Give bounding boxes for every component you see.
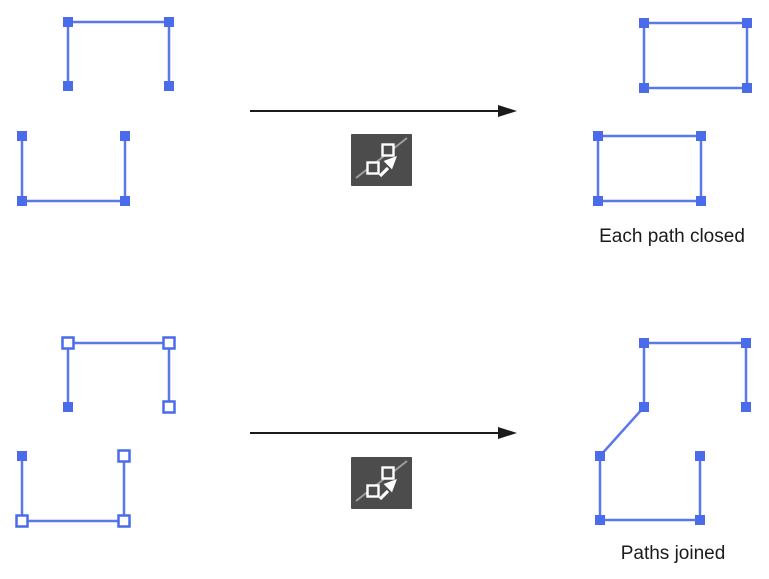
join-tool-anchor-icon xyxy=(366,161,380,175)
anchor-point-hollow xyxy=(162,400,176,414)
join-tool-cursor-tail xyxy=(378,489,390,501)
open-path-1-lower xyxy=(17,131,130,206)
join-tool-anchor-icon xyxy=(381,466,395,480)
path-segment xyxy=(642,21,749,90)
anchor-point-hollow xyxy=(162,336,176,350)
anchor-point-filled xyxy=(164,81,174,91)
path-segment xyxy=(66,20,171,86)
anchor-point-filled xyxy=(164,17,174,27)
anchor-point-hollow xyxy=(117,514,131,528)
anchor-point-filled xyxy=(17,131,27,141)
anchor-point-filled xyxy=(17,451,27,461)
anchor-point-filled xyxy=(17,196,27,206)
anchor-point-filled xyxy=(120,196,130,206)
anchor-point-filled xyxy=(696,196,706,206)
path-segment xyxy=(596,134,703,203)
open-path-1-upper xyxy=(63,17,174,91)
anchor-point-filled xyxy=(696,131,706,141)
anchor-point-filled xyxy=(593,196,603,206)
anchor-point-filled xyxy=(63,17,73,27)
anchor-point-filled xyxy=(120,131,130,141)
open-path-2-upper xyxy=(61,336,176,414)
arrow-head-icon xyxy=(498,427,517,439)
caption-each-path-closed: Each path closed xyxy=(599,226,745,247)
caption-paths-joined: Paths joined xyxy=(620,543,726,564)
path-segment xyxy=(20,456,126,523)
anchor-point-filled xyxy=(695,515,705,525)
join-tool-diagonal-line xyxy=(355,137,408,179)
join-tool-cursor-head-icon xyxy=(383,479,397,493)
anchor-point-filled xyxy=(593,131,603,141)
path-segment xyxy=(20,136,127,203)
anchor-point-filled xyxy=(741,402,751,412)
joined-path xyxy=(595,338,751,525)
open-path-2-lower xyxy=(15,449,131,528)
anchor-point-hollow xyxy=(117,449,131,463)
anchor-point-filled xyxy=(742,18,752,28)
anchor-point-filled xyxy=(695,451,705,461)
join-tool-cursor-tail xyxy=(378,166,390,178)
anchor-point-filled xyxy=(742,83,752,93)
transform-arrow-bottom xyxy=(250,427,517,439)
anchor-point-filled xyxy=(639,402,649,412)
arrow-head-icon xyxy=(498,105,517,117)
transform-arrow-top xyxy=(250,105,517,117)
anchor-point-filled xyxy=(639,83,649,93)
anchor-point-filled xyxy=(741,338,751,348)
anchor-point-filled xyxy=(63,402,73,412)
anchor-point-hollow xyxy=(61,336,75,350)
anchor-point-filled xyxy=(639,18,649,28)
anchor-point-filled xyxy=(639,338,649,348)
anchor-point-filled xyxy=(595,515,605,525)
join-tool-anchor-icon xyxy=(366,484,380,498)
join-tool-icon-top xyxy=(351,134,412,186)
closed-path-lower xyxy=(593,131,706,206)
path-segment xyxy=(598,341,748,522)
join-tool-cursor-head-icon xyxy=(383,156,397,170)
join-tool-anchor-icon xyxy=(381,143,395,157)
anchor-point-filled xyxy=(63,81,73,91)
join-tool-diagonal-line xyxy=(355,460,408,502)
join-tool-icon-bottom xyxy=(351,457,412,509)
anchor-point-filled xyxy=(595,451,605,461)
anchor-point-hollow xyxy=(15,514,29,528)
closed-path-upper xyxy=(639,18,752,93)
path-segment xyxy=(66,341,171,407)
